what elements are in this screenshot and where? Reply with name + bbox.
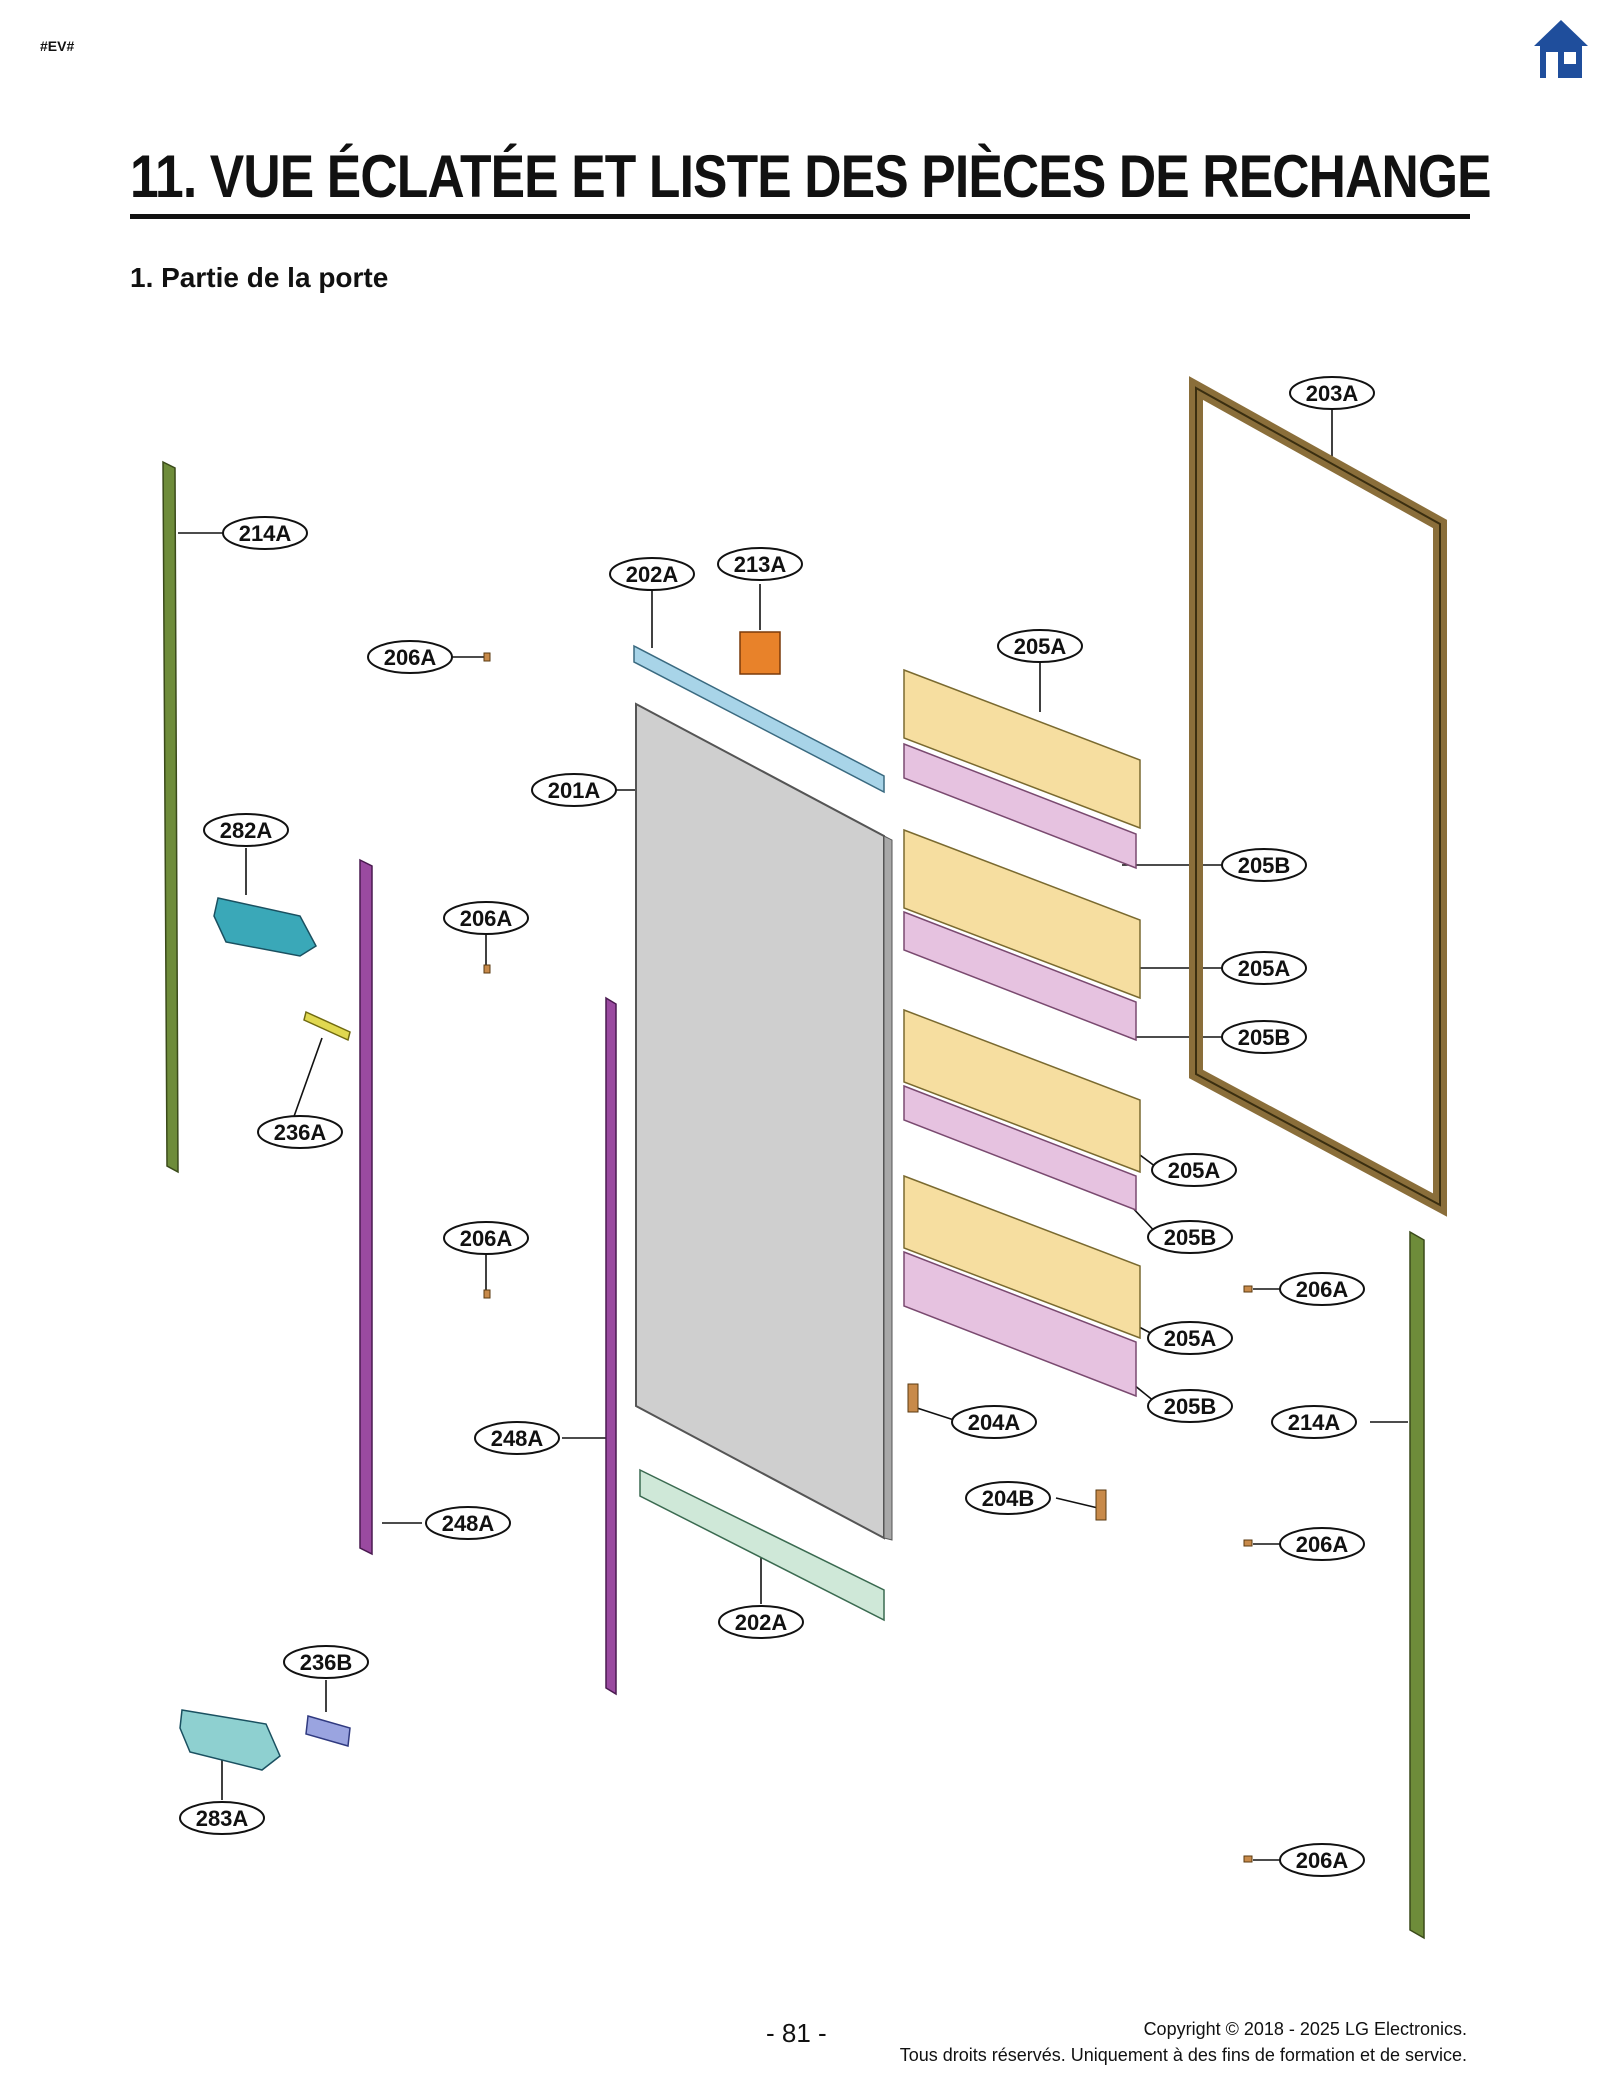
trim-left-part bbox=[162, 460, 179, 1174]
fasteners bbox=[483, 652, 1253, 1863]
door-panel-part bbox=[635, 702, 885, 1540]
callout-206A-1: 206A bbox=[384, 645, 437, 670]
channel-top-part bbox=[633, 644, 885, 794]
callout-205B-2: 205B bbox=[1238, 1025, 1291, 1050]
bracket-part bbox=[739, 631, 781, 675]
callout-213A: 213A bbox=[734, 552, 787, 577]
callout-205B-3: 205B bbox=[1164, 1225, 1217, 1250]
home-icon[interactable] bbox=[1532, 18, 1590, 80]
callout-206A-3: 206A bbox=[460, 1226, 513, 1251]
door-bins bbox=[903, 668, 1141, 1398]
copyright-line: Copyright © 2018 - 2025 LG Electronics. bbox=[1143, 2019, 1467, 2039]
callout-205A-2: 205A bbox=[1238, 956, 1291, 981]
callout-205A-4: 205A bbox=[1164, 1326, 1217, 1351]
trim-right-part bbox=[1409, 1230, 1425, 1940]
callout-248A-mid: 248A bbox=[491, 1426, 544, 1451]
callout-214A-right: 214A bbox=[1288, 1410, 1341, 1435]
callout-206A-right-2: 206A bbox=[1296, 1532, 1349, 1557]
callout-labels bbox=[179, 376, 1375, 1877]
callout-236B: 236B bbox=[300, 1650, 353, 1675]
callout-205B-1: 205B bbox=[1238, 853, 1291, 878]
page-title: 11. VUE ÉCLATÉE ET LISTE DES PIÈCES DE R… bbox=[130, 143, 1492, 210]
rights-line: Tous droits réservés. Uniquement à des f… bbox=[899, 2045, 1467, 2065]
callout-204B: 204B bbox=[982, 1486, 1035, 1511]
rail-left-part bbox=[359, 858, 373, 1556]
copyright-block: Copyright © 2018 - 2025 LG Electronics. … bbox=[900, 2016, 1467, 2068]
page-number: - 81 - bbox=[766, 2018, 827, 2048]
callout-204A: 204A bbox=[968, 1410, 1021, 1435]
callout-202A-bottom: 202A bbox=[735, 1610, 788, 1635]
document-tag: #EV# bbox=[40, 38, 75, 54]
callout-214A-left: 214A bbox=[239, 521, 292, 546]
pin-b-part bbox=[305, 1715, 351, 1747]
callout-282A: 282A bbox=[220, 818, 273, 843]
hinge-top-part bbox=[213, 897, 317, 957]
channel-bottom-part bbox=[639, 1468, 885, 1622]
callout-205A-3: 205A bbox=[1168, 1158, 1221, 1183]
callout-206A-right-3: 206A bbox=[1296, 1848, 1349, 1873]
callout-203A: 203A bbox=[1306, 381, 1359, 406]
callout-205B-4: 205B bbox=[1164, 1394, 1217, 1419]
callout-283A: 283A bbox=[196, 1806, 249, 1831]
gasket-part bbox=[1189, 376, 1447, 1217]
callout-205A-1: 205A bbox=[1014, 634, 1067, 659]
callout-236A: 236A bbox=[274, 1120, 327, 1145]
callout-206A-2: 206A bbox=[460, 906, 513, 931]
callout-202A-top: 202A bbox=[626, 562, 679, 587]
title-rule bbox=[130, 214, 1470, 219]
rail-mid-part bbox=[605, 996, 617, 1696]
callout-206A-right-1: 206A bbox=[1296, 1277, 1349, 1302]
pin-a-part bbox=[303, 1010, 351, 1042]
hinge-bottom-part bbox=[179, 1709, 281, 1771]
section-title: 1. Partie de la porte bbox=[130, 262, 389, 293]
callout-201A: 201A bbox=[548, 778, 601, 803]
callout-248A-left: 248A bbox=[442, 1511, 495, 1536]
